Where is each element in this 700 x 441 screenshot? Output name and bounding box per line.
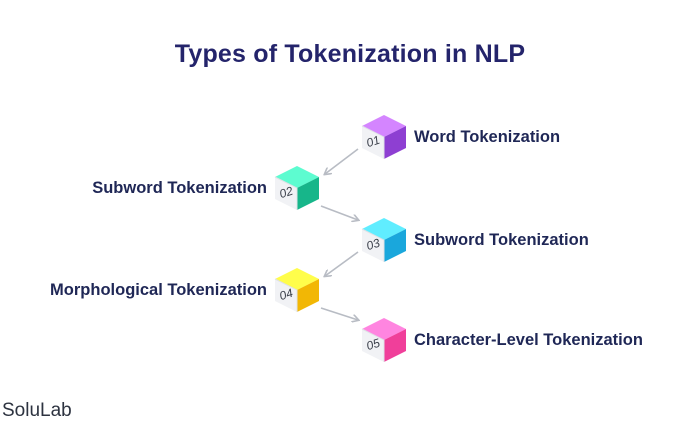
step-number: 01 [365, 133, 382, 150]
step-label-character-level-tokenization: Character-Level Tokenization [414, 331, 643, 349]
brand-logo-text: SoluLab [2, 400, 72, 421]
cube-edge [361, 328, 385, 362]
cube-right-face [384, 229, 406, 262]
cube-right-face [297, 279, 319, 312]
step-label-word-tokenization: Word Tokenization [414, 128, 561, 146]
cube-icon: 04 [274, 268, 319, 312]
page-title: Types of Tokenization in NLP [174, 40, 526, 68]
flow-arrow-icon [325, 148, 359, 174]
cube-icon: 02 [274, 166, 319, 210]
cube-right-face [384, 329, 406, 362]
step-number: 04 [278, 286, 295, 304]
step-label-subword-tokenization-2: Subword Tokenization [414, 231, 589, 249]
cube-edge [274, 176, 298, 210]
cube-right-face [297, 177, 319, 210]
flow-arrow-icon [320, 307, 358, 320]
cube-icon: 01 [361, 115, 406, 159]
step-number: 03 [365, 236, 382, 254]
cube-right-face [384, 126, 406, 159]
step-label-morphological-tokenization: Morphological Tokenization [50, 281, 267, 299]
cube-icon: 03 [361, 218, 406, 262]
cube-icon: 05 [361, 318, 406, 362]
step-number: 05 [365, 336, 382, 354]
cube-edge [274, 278, 298, 312]
cube-edge [361, 125, 385, 159]
flow-arrow-icon [320, 205, 358, 220]
flow-arrow-icon [325, 251, 359, 276]
cube-edge [361, 228, 385, 262]
step-number: 02 [278, 184, 295, 202]
step-label-subword-tokenization: Subword Tokenization [92, 179, 267, 197]
